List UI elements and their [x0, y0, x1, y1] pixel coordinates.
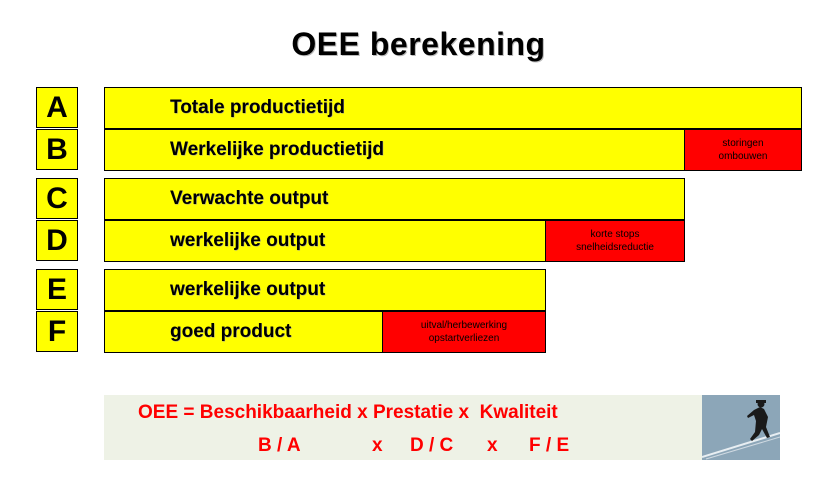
letter-box-f: F: [36, 311, 78, 352]
bar-label-f: goed product: [170, 321, 292, 342]
formula-box: OEE = Beschikbaarheid x Prestatie x Kwal…: [104, 395, 780, 460]
letter-box-a: A: [36, 87, 78, 128]
bar-label-d: werkelijke output: [170, 230, 326, 251]
climber-logo-icon: [701, 395, 781, 460]
bar-b: Werkelijke productietijd: [104, 129, 685, 171]
formula-term-availability: B / A: [258, 435, 301, 456]
formula-operator-2: x: [487, 435, 498, 456]
bar-f: goed product: [104, 311, 383, 353]
letter-box-c: C: [36, 178, 78, 219]
page-title: OEE berekening: [291, 26, 546, 62]
bar-label-c: Verwachte output: [170, 188, 329, 209]
letter-box-e: E: [36, 269, 78, 310]
formula-operator-1: x: [372, 435, 383, 456]
bar-e: werkelijke output: [104, 269, 546, 311]
loss-box-f: uitval/herbewerking opstartverliezen: [382, 311, 546, 353]
formula-term-performance: D / C: [410, 435, 454, 456]
loss-text-f-2: opstartverliezen: [428, 333, 500, 344]
letter-box-d: D: [36, 220, 78, 261]
loss-text-b-2: ombouwen: [718, 151, 768, 162]
loss-box-d: korte stops snelheidsreductie: [545, 220, 685, 262]
formula-definition: OEE = Beschikbaarheid x Prestatie x Kwal…: [138, 402, 558, 423]
formula-term-quality: F / E: [529, 435, 570, 456]
bar-label-e: werkelijke output: [170, 279, 326, 300]
bar-c: Verwachte output: [104, 178, 685, 220]
bar-label-a: Totale productietijd: [170, 97, 345, 118]
loss-text-d-2: snelheidsreductie: [576, 242, 654, 253]
climber-logo-graphic: [701, 400, 781, 460]
loss-text-d-1: korte stops: [590, 229, 640, 240]
bar-d: werkelijke output: [104, 220, 546, 262]
loss-box-b: storingen ombouwen: [684, 129, 802, 171]
bar-a: Totale productietijd: [104, 87, 802, 129]
letter-box-b: B: [36, 129, 78, 170]
bar-label-b: Werkelijke productietijd: [170, 139, 384, 160]
loss-text-b-1: storingen: [722, 138, 764, 149]
loss-text-f-1: uitval/herbewerking: [420, 320, 508, 331]
